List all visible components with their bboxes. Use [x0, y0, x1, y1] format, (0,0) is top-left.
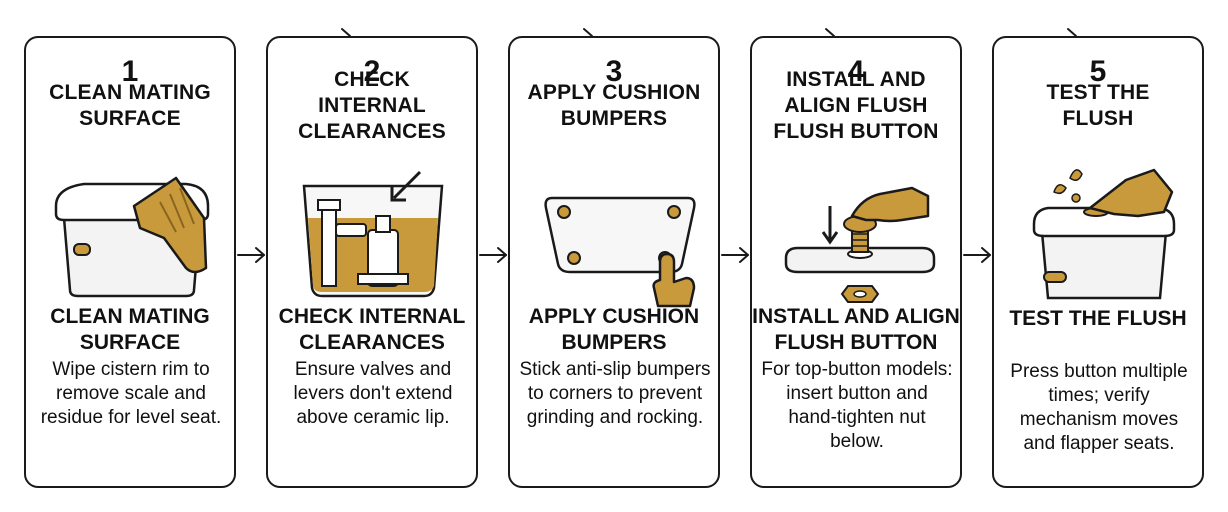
step-title: APPLY CUSHION BUMPERS	[527, 81, 701, 130]
tank-internals-icon	[302, 170, 444, 298]
step-number: 1	[100, 54, 160, 90]
cistern-wipe-icon	[54, 176, 210, 298]
step-subtitle: CHECK INTERNAL CLEARANCES	[278, 305, 466, 354]
lid-bumpers-icon	[544, 196, 696, 308]
step-title: CLEAN MATING SURFACE	[49, 81, 211, 130]
step-title: CHECK INTERNAL CLEARANCES	[298, 68, 446, 143]
step-number: 5	[1068, 54, 1128, 90]
step-description: Ensure valves and levers don't extend ab…	[293, 359, 453, 428]
step-title: INSTALL AND ALIGN FLUSH FLUSH BUTTON	[773, 68, 939, 143]
arrow-right-icon	[237, 247, 265, 263]
step-title: TEST THE FLUSH	[1046, 81, 1150, 130]
step-panel-1: 1 CLEAN MATING SURFACE CLEAN MATING SURF…	[24, 36, 236, 488]
step-number: 3	[584, 54, 644, 90]
step-description: Press button multiple times; verify mech…	[1010, 361, 1188, 454]
flush-test-icon	[1032, 168, 1176, 300]
step-description: Stick anti-slip bumpers to corners to pr…	[519, 359, 711, 428]
step-description: Wipe cistern rim to remove scale and res…	[40, 359, 222, 428]
arrow-right-icon	[721, 247, 749, 263]
step-panel-4: 4 INSTALL AND ALIGN FLUSH FLUSH BUTTON I…	[750, 36, 962, 488]
step-subtitle: APPLY CUSHION BUMPERS	[528, 305, 700, 354]
step-subtitle: TEST THE FLUSH	[1009, 307, 1187, 330]
step-number: 2	[342, 54, 402, 90]
step-subtitle: CLEAN MATING SURFACE	[50, 305, 210, 354]
arrow-right-icon	[479, 247, 507, 263]
step-panel-3: 3 APPLY CUSHION BUMPERS APPLY CUSHION BU…	[508, 36, 720, 488]
arrow-right-icon	[963, 247, 991, 263]
step-subtitle: INSTALL AND ALIGN FLUSH BUTTON	[752, 305, 960, 354]
flush-button-install-icon	[784, 186, 936, 303]
step-number: 4	[826, 54, 886, 90]
step-description: For top-button models: insert button and…	[761, 359, 953, 452]
step-panel-2: 2 CHECK INTERNAL CLEARANCES CHECK INTERN…	[266, 36, 478, 488]
step-panel-5: 5 TEST THE FLUSH TEST THE FLUSH Press bu…	[992, 36, 1204, 488]
